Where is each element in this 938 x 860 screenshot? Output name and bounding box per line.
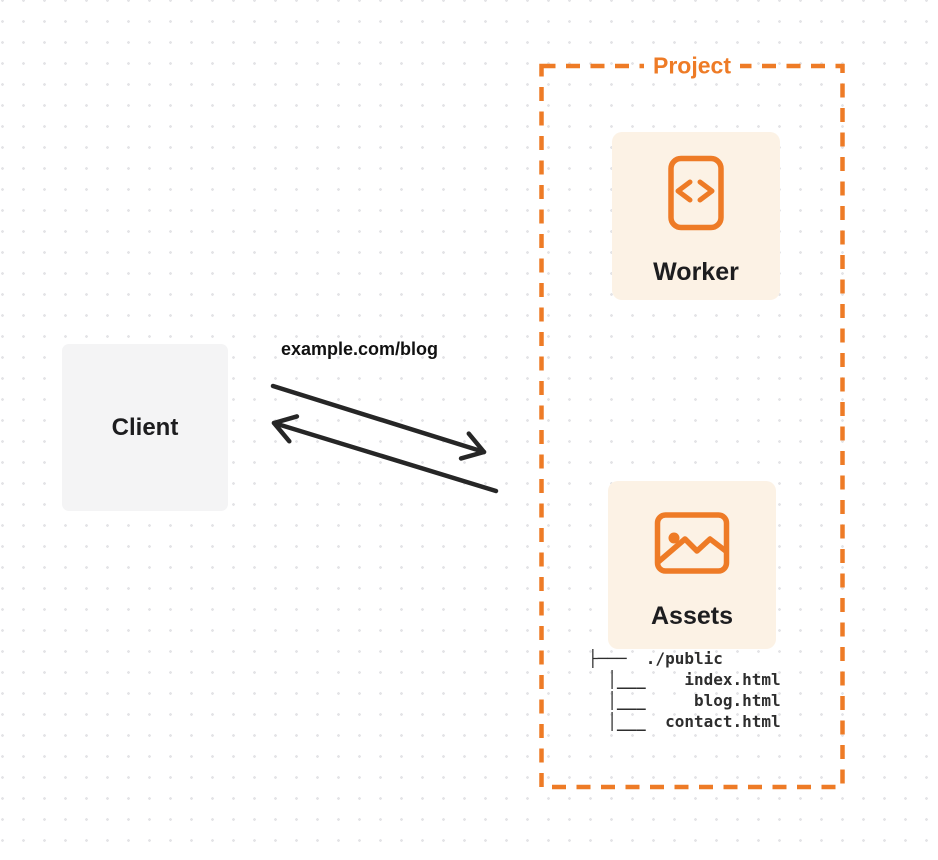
assets-label: Assets [651, 602, 733, 630]
request-url-label: example.com/blog [281, 339, 439, 359]
assets-file-tree: ├─── ./public │___ index.html │___ blog.… [588, 649, 781, 731]
client-label: Client [111, 413, 179, 441]
worker-label: Worker [653, 258, 739, 286]
assets-card: Assets [608, 481, 776, 649]
worker-card: Worker [612, 132, 780, 300]
request-arrow [270, 383, 487, 461]
response-arrow [271, 414, 499, 494]
project-label: Project [644, 52, 740, 80]
image-icon [654, 512, 730, 579]
client-node: Client [62, 344, 228, 511]
code-file-icon [667, 155, 725, 236]
